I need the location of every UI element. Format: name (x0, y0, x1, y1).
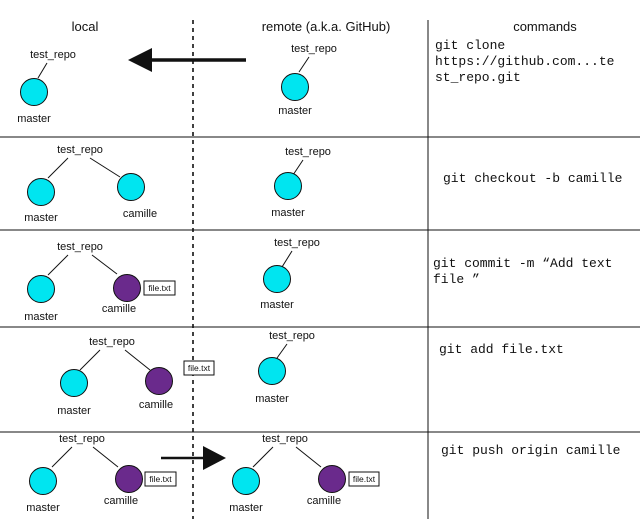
master-label: master (57, 405, 91, 417)
master-label: master (260, 299, 294, 311)
command-checkout: git checkout -b camille (443, 171, 623, 186)
master-branch-node (258, 357, 286, 385)
camille-label: camille (123, 208, 157, 220)
branch-line (79, 349, 101, 371)
branch-line (292, 159, 304, 176)
branch-line (37, 62, 48, 79)
file-label: file.txt (353, 474, 376, 484)
master-branch-node (274, 172, 302, 200)
branch-line (47, 254, 69, 276)
camille-branch-node (318, 465, 346, 493)
master-label: master (24, 212, 58, 224)
master-label: master (271, 207, 305, 219)
master-label: master (24, 311, 58, 323)
camille-branch-node (145, 367, 173, 395)
repo-label: test_repo (59, 433, 105, 445)
repo-label: test_repo (57, 144, 103, 156)
master-branch-node (263, 265, 291, 293)
branch-line (295, 446, 322, 468)
row-push: test_repo master camille file.txt test_r… (26, 433, 380, 514)
file-box (183, 360, 215, 376)
branch-line (51, 446, 73, 468)
master-branch-node (27, 275, 55, 303)
command-clone: git clone https://github.com...te st_rep… (435, 38, 615, 85)
branch-line (124, 349, 151, 371)
branch-line (91, 254, 118, 275)
repo-label: test_repo (274, 237, 320, 249)
branch-line (89, 157, 121, 178)
camille-label: camille (102, 303, 136, 315)
master-label: master (278, 105, 312, 117)
camille-branch-node (113, 274, 141, 302)
camille-branch-node (117, 173, 145, 201)
branch-line (92, 446, 119, 468)
repo-label: test_repo (57, 241, 103, 253)
command-commit: git commit -m “Add text file ” (433, 256, 613, 287)
header-remote: remote (a.k.a. GitHub) (262, 19, 391, 34)
branch-line (252, 446, 274, 468)
master-branch-node (20, 78, 48, 106)
file-box (348, 471, 380, 487)
master-branch-node (281, 73, 309, 101)
row-clone: test_repo master test_repo master (17, 43, 337, 125)
repo-label: test_repo (285, 146, 331, 158)
repo-label: test_repo (30, 49, 76, 61)
push-arrowhead (203, 446, 226, 470)
file-label: file.txt (188, 363, 211, 373)
repo-label: test_repo (291, 43, 337, 55)
master-label: master (255, 393, 289, 405)
master-branch-node (60, 369, 88, 397)
file-box (143, 280, 176, 296)
master-branch-node (27, 178, 55, 206)
camille-branch-node (115, 465, 143, 493)
camille-label: camille (139, 399, 173, 411)
row-commit: test_repo master camille file.txt test_r… (24, 237, 320, 323)
camille-label: camille (307, 495, 341, 507)
clone-arrowhead (128, 48, 152, 72)
header-commands: commands (513, 19, 577, 34)
file-label: file.txt (148, 283, 171, 293)
repo-label: test_repo (262, 433, 308, 445)
header-local: local (72, 19, 99, 34)
repo-label: test_repo (89, 336, 135, 348)
camille-label: camille (104, 495, 138, 507)
master-label: master (229, 502, 263, 514)
file-label: file.txt (149, 474, 172, 484)
branch-line (298, 56, 310, 73)
master-label: master (17, 113, 51, 125)
master-branch-node (232, 467, 260, 495)
repo-label: test_repo (269, 330, 315, 342)
row-checkout: test_repo master camille test_repo maste… (24, 144, 331, 224)
branch-line (47, 157, 69, 179)
row-add: test_repo master camille file.txt test_r… (57, 330, 315, 417)
command-push: git push origin camille (441, 443, 621, 458)
branch-line (281, 250, 293, 268)
command-add: git add file.txt (439, 342, 564, 357)
master-branch-node (29, 467, 57, 495)
master-label: master (26, 502, 60, 514)
branch-line (276, 343, 288, 359)
file-box (144, 471, 177, 487)
